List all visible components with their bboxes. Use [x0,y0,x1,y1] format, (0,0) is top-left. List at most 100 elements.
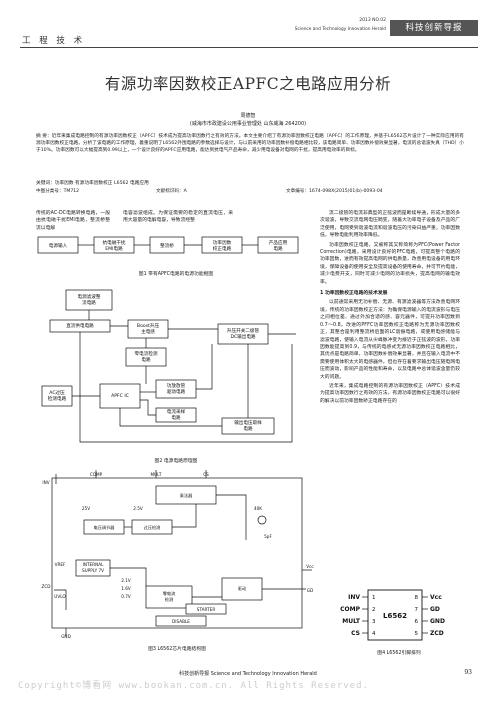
fig2-block [99,383,141,409]
fig2-label: 检测电路 [48,395,67,402]
fig3-label: 2.5V [133,506,143,511]
fig2-label: DC输出电路 [230,333,256,340]
body-col2: 电容滤波组成。为保证需要的稳定的直流电压，采用大容量的电解电容，导致流经整 [123,211,233,224]
fig2-label: Boost升压 [137,322,160,329]
fig3-label: 检测 [165,596,173,603]
pin-number: 3 [372,619,376,625]
pin-number: 8 [415,595,419,601]
fig2-label: 直流供电电路 [66,322,94,329]
fig3-label: 乘法器 [180,492,193,499]
starter-block [185,603,227,615]
fig3-label: 过压检测 [144,524,161,531]
fig3-label: SUPPLY 7V [82,568,104,573]
fig1-label: 电源输入 [49,242,68,249]
comparator-symbol [257,515,267,525]
body-col3: 流二极管的电流非典型的正弦波而是断续导通，形成大量的多次谐波，导致交流电网电压畸… [320,210,460,407]
doc-code: 文献标识码：A [156,189,187,194]
fig2-label: 功放放管 [167,382,186,389]
header-divider [20,47,478,48]
fig2-label: AC过压 [49,389,65,396]
pin-name: INV [348,594,360,601]
pin-name: GND [430,618,445,625]
pin-number: 4 [372,631,376,637]
fig3-label: STARTER [197,607,216,612]
figure-1-caption: 图1 带有APFC电路的电源功能框图 [138,272,214,277]
fig3-label: GND [61,634,71,639]
fig3-label: ZCD [41,584,50,589]
journal-name-cn: 科技创新导报 [390,20,478,36]
fig1-label: 功率因数 [213,239,232,246]
keywords: 关键词：功率因数 有源功率因数校正 L6562 电路应用 [36,181,149,186]
fig3-label: MULT [151,472,162,477]
fig3-label: COMP [90,472,103,477]
section-label: 工 程 技 术 [22,36,86,46]
fig3-label: 0.7V [121,594,131,599]
fig1-label: 校正电路 [213,245,232,252]
fig3-label: DISABLE [172,619,190,624]
pin-number: 5 [415,631,419,637]
fig2-label: 主电感 [141,328,155,335]
fig2-block [125,347,167,367]
fig3-label: UVLO [54,594,66,599]
fig2-block [217,323,269,345]
fig2-label: 流电路 [82,299,96,306]
paragraph: 近年来，集成电路控制的有源功率因数校正（APFC）技术成为提高功率因数行之有效的… [320,383,460,404]
fig3-label: 电压调节器 [94,524,116,531]
pin-number: 7 [415,607,419,613]
figure-3-caption: 图3 L6562芯片电路结构图 [148,647,206,652]
abstract: 摘 要：近年来集成电路控制的有源功率因数校正（APFC）技术成为提高功率因数行之… [36,134,464,154]
fig3-label: Vcc [306,564,314,569]
fig3-label: VREF [55,562,66,567]
fig3-label: 5pF [264,534,272,539]
fig2-label: APFC IC [111,393,129,399]
fig2-block [155,379,197,399]
fig2-block [41,385,73,407]
article-title: 有源功率因数校正APFC之电路应用分析 [104,75,392,93]
paragraph: 功率因数校正电路，又被称其又称简称为PFC(Power Factor Corre… [320,242,460,285]
fig3-label: 零电流 [163,590,176,597]
fig2-label: 电路 [243,425,253,432]
fig2-label: 电路 [171,414,181,421]
pin-name: COMP [340,606,360,613]
pin-name: ZCD [430,630,444,637]
issue-number: 2013 NO.02 [359,18,386,23]
copyright-watermark: Copyright©博看网 www.bookan.com.cn. All Rig… [18,681,369,691]
fig1-label: 电路 [273,245,283,252]
affiliation: (威海市市政建设公用事业管理处 山东威海 264200) [189,121,307,127]
fig1-label: 产品应用 [269,239,288,246]
fig1-label: EMI电路 [105,245,123,252]
chip-label: L6562 [383,612,407,620]
pin-name: MULT [342,618,361,625]
fig2-label: 输出电压取样 [234,419,262,426]
fig2-label: 驱动电路 [167,388,186,395]
fig2-label: 升压开关二极管 [227,327,260,334]
journal-name-en: Science and Technology Innovation Herald [294,27,386,32]
disable-block [155,615,207,627]
fig3-label: INV [42,480,49,485]
fig2-label: 电源滤波整 [78,293,101,300]
fig3-label: 25V [82,506,90,511]
pin-name: GD [430,606,440,613]
chip-body [367,589,423,641]
clc-number: 中图分类号：TM712 [36,189,80,194]
figure-4-caption: 图4 L6562引脚排列 [377,651,421,656]
fig3-label: 2.1V [121,578,131,583]
fig2-label: 电路 [141,356,151,363]
pin-number: 6 [415,619,419,625]
paragraph: 流二极管的电流非典型的正弦波而是断续导通，形成大量的多次谐波，导致交流电网电压畸… [320,211,460,239]
pin-name: Vcc [430,594,442,601]
fig2-block [65,289,113,311]
figure-2-caption: 图2 电源电路原理图 [154,459,198,464]
footer-journal: 科技创新导报 Science and Technology Innovation… [179,671,317,677]
body-col1: 传统的AC-DC电路转换电路，一般由抗电磁干扰EMI电路，整流桥整流以电解 [36,211,110,231]
section-heading: 1 功率因数校正电路的技术发展 [320,291,388,297]
page-number: 93 [464,669,472,676]
fig3-label: 1.6V [121,586,131,591]
fig3-label: 40K [254,506,262,511]
pin-number: 2 [372,607,376,613]
fig3-label: 驱动 [238,585,246,592]
pin-number: 1 [372,595,376,601]
